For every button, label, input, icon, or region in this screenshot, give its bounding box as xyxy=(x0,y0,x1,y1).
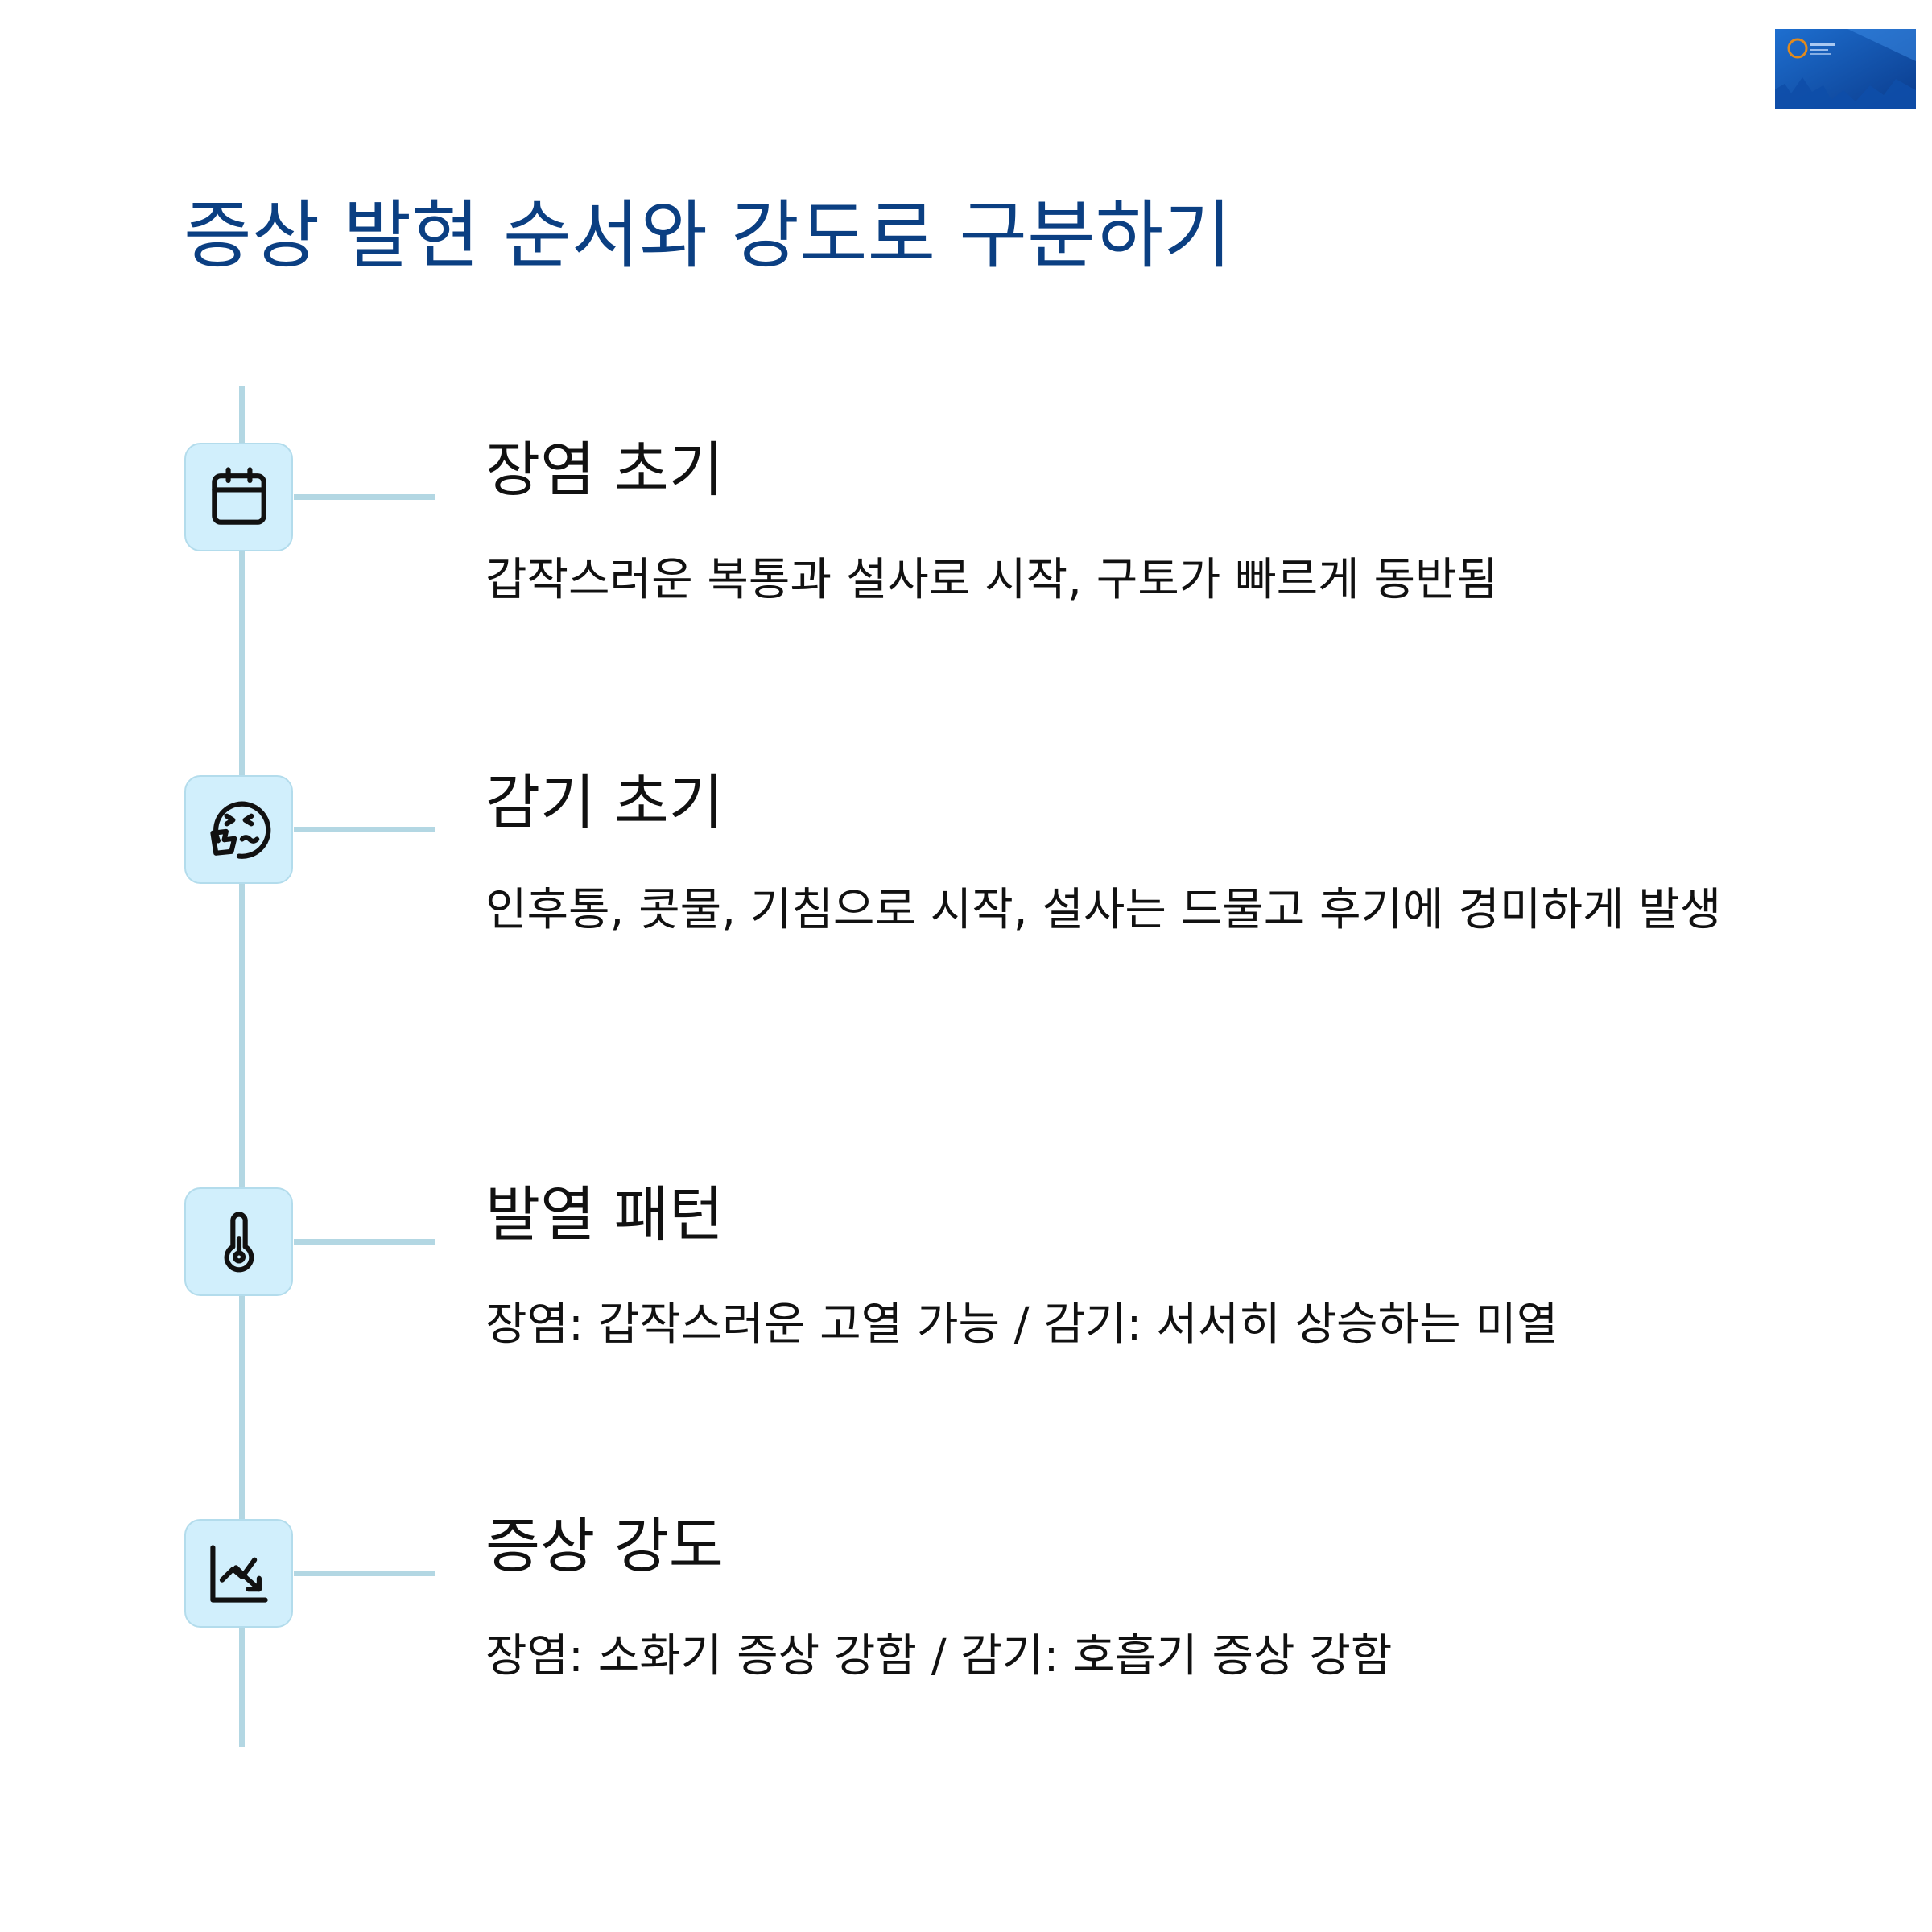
timeline-connector xyxy=(294,827,435,832)
thermometer-icon xyxy=(224,1212,254,1272)
timeline-connector xyxy=(294,494,435,500)
timeline-item-description: 인후통, 콧물, 기침으로 시작, 설사는 드물고 후기에 경미하게 발생 xyxy=(485,884,1722,936)
timeline-line xyxy=(239,386,245,1747)
trend-chart-icon xyxy=(209,1544,268,1603)
sneezing-face-icon xyxy=(209,801,270,859)
timeline-item-title: 장염 초기 xyxy=(485,436,724,505)
timeline-connector xyxy=(294,1571,435,1576)
brand-logo-icon xyxy=(1775,29,1916,109)
calendar-icon xyxy=(211,466,266,525)
timeline-icon-box xyxy=(184,1187,293,1296)
timeline-icon-box xyxy=(184,443,293,551)
timeline-icon-box xyxy=(184,775,293,884)
timeline-item-description: 장염: 갑작스러운 고열 가능 / 감기: 서서히 상승하는 미열 xyxy=(485,1298,1558,1351)
timeline-item-title: 증상 강도 xyxy=(485,1512,724,1581)
timeline-icon-box xyxy=(184,1519,293,1628)
timeline-connector xyxy=(294,1239,435,1245)
timeline-item-title: 감기 초기 xyxy=(485,768,724,837)
page-title: 증상 발현 순서와 강도로 구분하기 xyxy=(184,192,1232,279)
timeline-item-description: 장염: 소화기 증상 강함 / 감기: 호흡기 증상 강함 xyxy=(485,1630,1393,1682)
timeline-item-title: 발열 패턴 xyxy=(485,1180,724,1249)
timeline-item-description: 갑작스러운 복통과 설사로 시작, 구토가 빠르게 동반됨 xyxy=(485,554,1499,606)
brand-logo xyxy=(1775,29,1916,109)
